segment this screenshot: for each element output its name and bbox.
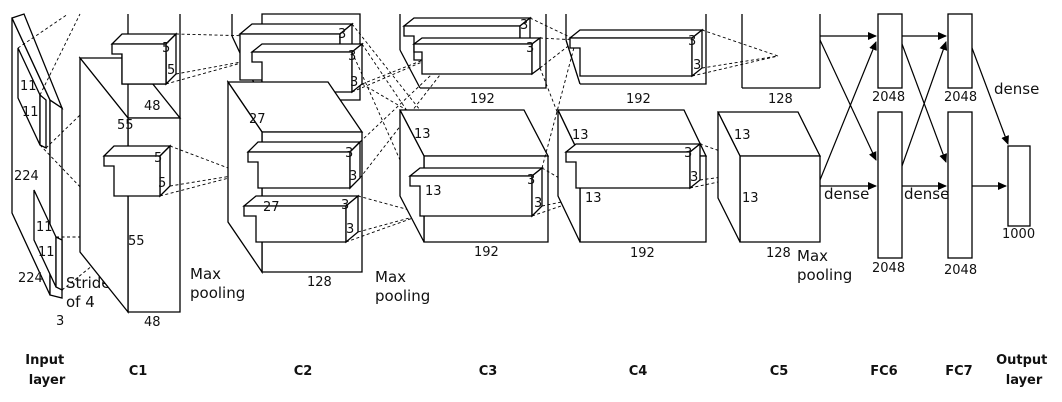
c4-depth-label-lower: 192 [630,246,655,261]
c4-kernel-label-3: 3 [684,146,692,161]
c4-size-label-2: 13 [585,191,602,206]
input-depth-label: 3 [56,314,64,329]
c4-volume-lower [556,109,708,243]
c2-max-pooling-label: Max pooling [375,268,430,305]
input-height-label: 224 [14,169,39,184]
dense-label-fc6-fc7: dense [904,185,949,203]
input-width-label: 224 [18,271,43,286]
c4-kernel-label-1: 3 [688,34,696,49]
caption-c4: C4 [629,364,648,379]
fc6-size-label-lower: 2048 [872,261,905,276]
fc6-block-upper [877,13,903,89]
c3-kernel-label-3: 3 [527,173,535,188]
output-block [1007,145,1031,227]
fc6-size-label-upper: 2048 [872,90,905,105]
c2-size-label: 27 [249,112,266,127]
c3-size-label: 13 [414,127,431,142]
c3-kernel-label-2: 3 [526,41,534,56]
stride-label: Stride of 4 [66,274,115,311]
c5-depth-label-lower: 128 [766,246,791,261]
c2-kernel-label-2: 3 [348,49,356,64]
input-kernel-label-2: 11 [22,105,39,120]
c5-volume-upper [741,14,821,89]
dense-connections [819,32,1009,190]
c5-size-label: 13 [734,128,751,143]
fc7-size-label-upper: 2048 [944,90,977,105]
c3-depth-label-upper: 192 [470,92,495,107]
c3-size-label-2: 13 [425,184,442,199]
caption-c3: C3 [479,364,498,379]
output-size-label: 1000 [1002,227,1035,242]
c5-max-pooling-label: Max pooling [797,247,852,284]
c1-kernel-label-4: 5 [158,176,166,191]
c1-depth-label-lower: 48 [144,315,161,330]
fc7-block-lower [947,111,973,259]
c2-kernel-label-7: 3 [346,222,354,237]
c2-kernel-label-6: 3 [341,198,349,213]
caption-c2: C2 [294,364,313,379]
fc7-size-label-lower: 2048 [944,263,977,278]
c1-kernel-label-2: 5 [167,63,175,78]
input-kernel-label-3: 11 [36,220,53,235]
input-kernel-label-1: 11 [20,79,37,94]
caption-fc7: FC7 [945,364,972,379]
fc7-block-upper [947,13,973,89]
c3-kernel-label-1: 3 [520,18,528,33]
c2-volume-upper [231,13,364,101]
c4-depth-label-upper: 192 [626,92,651,107]
c1-kernel-upper [110,32,178,86]
c1-depth-label-upper: 48 [144,99,161,114]
c2-depth-label-lower: 128 [307,275,332,290]
dense-label-fc7-output: dense [994,80,1039,98]
c2-kernel-label-1: 3 [338,27,346,42]
c5-depth-label-upper: 128 [768,92,793,107]
caption-fc6: FC6 [870,364,897,379]
c1-max-pooling-label: Max pooling [190,265,245,302]
layer-captions: Input layer C1 C2 C3 C4 C5 FC6 FC7 Outpu… [25,353,1052,388]
c2-size-label-2: 27 [263,200,280,215]
c5-size-label-2: 13 [742,191,759,206]
c3-kernel-label-4: 3 [534,196,542,211]
c3-volume-lower [398,109,550,243]
input-volume [11,13,64,299]
c1-kernel-lower [102,144,172,198]
caption-c5: C5 [770,364,789,379]
c4-size-label: 13 [572,128,589,143]
c4-kernel-label-4: 3 [690,170,698,185]
dense-label-c5-fc6: dense [824,185,869,203]
c1-size-label-2: 55 [128,234,145,249]
caption-c1: C1 [129,364,148,379]
fc6-block-lower [877,111,903,259]
input-kernel-label-4: 11 [38,245,55,260]
c3-volume-upper [399,14,547,89]
c2-kernel-label-4: 3 [345,146,353,161]
c2-volume-lower [226,79,364,275]
c1-size-label: 55 [117,118,134,133]
c1-kernel-label-1: 5 [162,41,170,56]
c3-depth-label-lower: 192 [474,245,499,260]
c1-kernel-label-3: 5 [154,151,162,166]
c4-volume-upper [565,14,707,85]
c2-kernel-label-3: 3 [350,75,358,90]
caption-output-layer: Output layer [996,353,1052,388]
c2-kernel-label-5: 3 [349,169,357,184]
caption-input-layer: Input layer [25,353,68,388]
c4-kernel-label-2: 3 [693,58,701,73]
c5-volume-lower [716,111,822,243]
